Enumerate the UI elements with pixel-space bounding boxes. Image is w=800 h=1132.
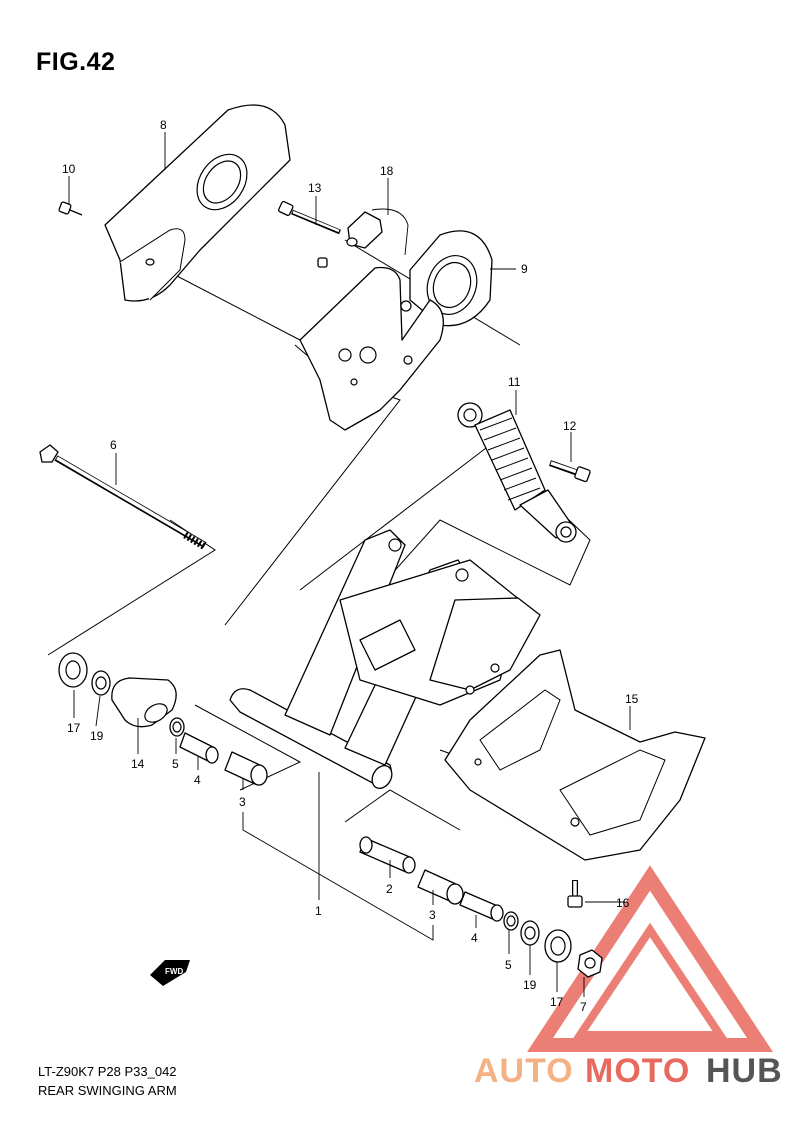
callout-19-right: 19 bbox=[523, 978, 537, 992]
forward-arrow-icon: FWD bbox=[150, 960, 190, 986]
bolt-16 bbox=[567, 880, 583, 908]
callout-2: 2 bbox=[386, 882, 393, 896]
figure-name: REAR SWINGING ARM bbox=[38, 1083, 177, 1098]
callout-12: 12 bbox=[563, 419, 577, 433]
right-washer-19 bbox=[520, 920, 540, 946]
callout-17-right: 17 bbox=[550, 995, 564, 1009]
pivot-shaft bbox=[39, 444, 207, 551]
callout-5-left: 5 bbox=[172, 757, 179, 771]
left-washer-19 bbox=[91, 670, 111, 696]
right-seal-17 bbox=[544, 929, 572, 963]
callout-7: 7 bbox=[580, 1000, 587, 1014]
callout-leader-lines bbox=[68, 132, 631, 997]
callout-4-right: 4 bbox=[471, 931, 478, 945]
callout-1: 1 bbox=[315, 904, 322, 918]
callout-17-left: 17 bbox=[67, 721, 81, 735]
callout-14: 14 bbox=[131, 757, 145, 771]
bolt-13 bbox=[278, 200, 341, 235]
callout-13: 13 bbox=[308, 181, 322, 195]
figure-title: FIG.42 bbox=[36, 48, 116, 76]
callout-10: 10 bbox=[62, 162, 76, 176]
sprocket-guard bbox=[409, 230, 493, 327]
watermark-inner-triangle-icon bbox=[572, 922, 728, 1039]
chain-cover bbox=[104, 104, 291, 302]
callout-8: 8 bbox=[160, 118, 167, 132]
right-bushing-2 bbox=[359, 836, 416, 874]
left-bushing-4 bbox=[179, 732, 219, 764]
callout-16: 16 bbox=[616, 896, 630, 910]
watermark-part-moto: MOTO bbox=[585, 1052, 690, 1090]
left-bushing-3 bbox=[224, 751, 268, 786]
watermark-part-auto: AUTO bbox=[474, 1052, 574, 1090]
right-ring-5 bbox=[503, 911, 519, 931]
left-seal-17 bbox=[58, 652, 88, 688]
callout-6: 6 bbox=[110, 438, 117, 452]
callout-3-left: 3 bbox=[239, 795, 246, 809]
chain-guide-clip bbox=[317, 208, 409, 268]
callout-5-right: 5 bbox=[505, 958, 512, 972]
skid-plate bbox=[444, 649, 706, 861]
rear-shock-absorber bbox=[457, 402, 577, 543]
callout-11: 11 bbox=[508, 375, 521, 389]
pivot-collar-14 bbox=[111, 677, 177, 728]
callout-3-right: 3 bbox=[429, 908, 436, 922]
callout-4-left: 4 bbox=[194, 773, 201, 787]
watermark-wordmark: AUTO MOTO HUB bbox=[474, 1052, 783, 1090]
callout-15: 15 bbox=[625, 692, 639, 706]
bolt-10 bbox=[58, 201, 83, 216]
callout-19-left: 19 bbox=[90, 729, 104, 743]
right-bushing-3 bbox=[417, 869, 464, 905]
forward-label: FWD bbox=[165, 967, 183, 976]
left-ring-5 bbox=[169, 717, 185, 737]
swing-arm bbox=[229, 529, 541, 789]
case-bracket bbox=[299, 266, 444, 431]
callout-18: 18 bbox=[380, 164, 394, 178]
callout-9: 9 bbox=[521, 262, 528, 276]
right-bushing-4 bbox=[459, 891, 504, 922]
watermark-part-hub: HUB bbox=[706, 1052, 783, 1090]
nut-7 bbox=[577, 949, 603, 978]
callout-numbers: 8 10 13 18 9 6 11 12 15 16 17 19 14 5 4 … bbox=[62, 118, 639, 1014]
bolt-12 bbox=[548, 460, 591, 483]
figure-code: LT-Z90K7 P28 P33_042 bbox=[38, 1064, 177, 1079]
